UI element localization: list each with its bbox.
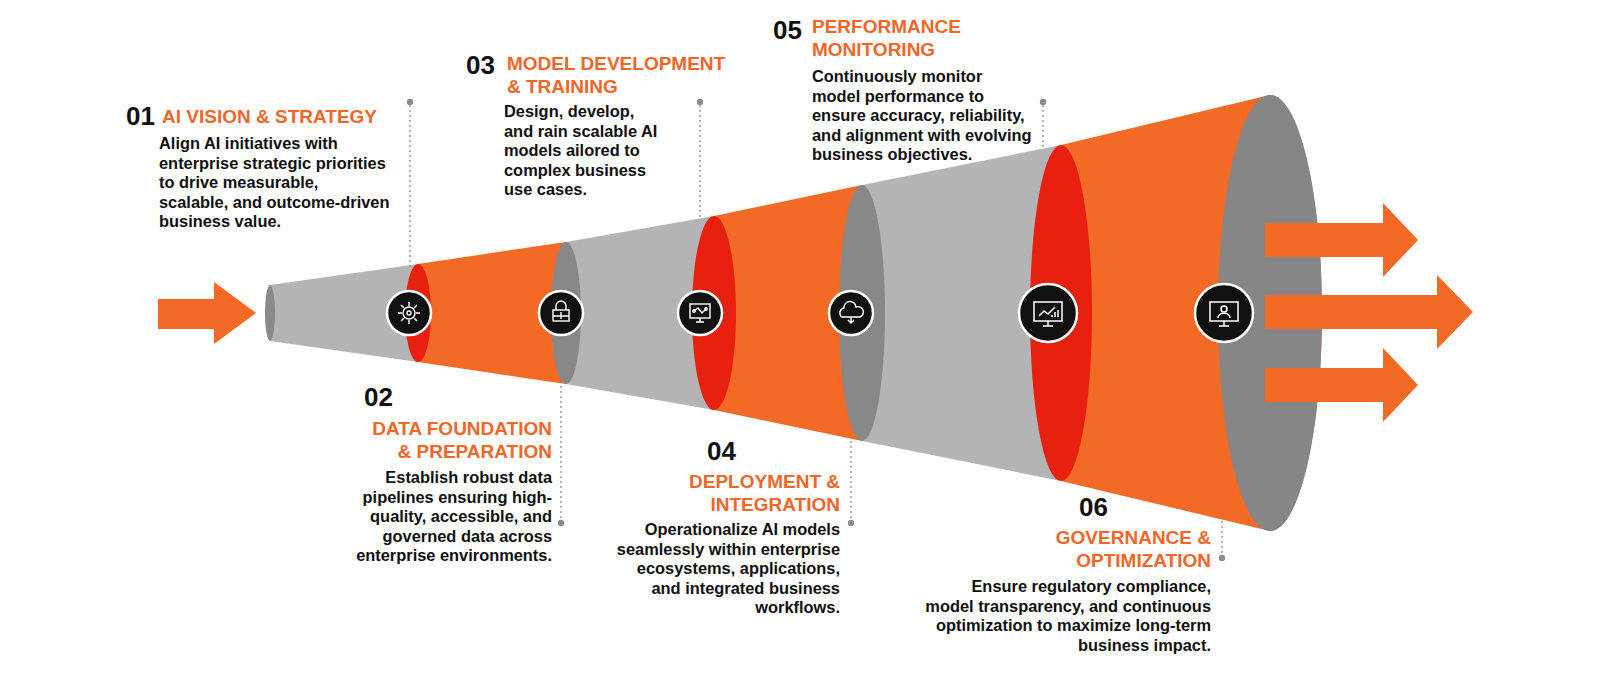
leader-line <box>1221 521 1222 555</box>
step-description: Continuously monitor model performance t… <box>812 67 1034 165</box>
strategy-icon <box>407 311 411 315</box>
step-callout: 03MODEL DEVELOPMENT & TRAININGDesign, de… <box>466 50 726 210</box>
step-heading: AI VISION & STRATEGY <box>162 105 416 128</box>
strategy-icon <box>398 302 420 324</box>
governance-icon <box>1219 321 1229 326</box>
step-description: Operationalize AI models seamlessly with… <box>614 520 840 618</box>
leader-dot <box>848 520 854 526</box>
monitoring-icon <box>1052 310 1058 317</box>
leader-dot <box>1219 555 1225 561</box>
governance-icon <box>1218 313 1230 318</box>
icon-badge <box>678 291 722 335</box>
strategy-icon <box>403 307 415 319</box>
step-callout: 01AI VISION & STRATEGY Align AI initiativ… <box>126 101 416 231</box>
input-arrow <box>158 282 256 344</box>
model-icon <box>693 310 695 312</box>
step-heading: MODEL DEVELOPMENT & TRAINING <box>507 52 735 98</box>
leader-line <box>699 105 700 219</box>
step-number: 05 <box>773 15 813 45</box>
cone-segment <box>270 264 431 362</box>
step-description: Align AI initiatives with enterprise str… <box>159 134 391 232</box>
monitoring-icon <box>1034 302 1062 321</box>
icon-badge <box>387 291 431 335</box>
step-heading: DATA FOUNDATION & PREPARATION <box>357 417 552 463</box>
model-icon <box>705 308 707 310</box>
governance-icon <box>1210 302 1238 321</box>
step-description: Design, develop, and rain scalable AI mo… <box>504 102 662 200</box>
leader-line <box>850 441 851 520</box>
leader-dot <box>1040 99 1046 105</box>
deployment-icon <box>840 301 863 317</box>
step-heading: DEPLOYMENT & INTEGRATION <box>665 470 840 516</box>
deployment-icon <box>848 317 854 323</box>
icon-badge <box>1195 284 1253 342</box>
cone-segment <box>566 216 736 410</box>
output-arrow <box>1265 348 1418 422</box>
output-arrow <box>1265 275 1473 349</box>
leader-line <box>1042 105 1043 149</box>
step-number: 01 <box>126 101 166 131</box>
step-heading: PERFORMANCE MONITORING <box>812 15 972 61</box>
step-callout: 04DEPLOYMENT & INTEGRATIONOperationalize… <box>610 436 840 636</box>
step-callout: 02DATA FOUNDATION & PREPARATION Establish… <box>330 382 552 582</box>
icon-badge <box>829 291 873 335</box>
cone-segment <box>714 185 885 441</box>
step-number: 04 <box>707 436 747 466</box>
step-number: 06 <box>1079 492 1119 522</box>
step-description: Establish robust data pipelines ensuring… <box>344 468 552 566</box>
leader-line <box>409 105 410 268</box>
leader-dot <box>558 520 564 526</box>
cone-segment <box>862 145 1092 481</box>
model-icon <box>694 308 706 322</box>
leader-dot <box>697 99 703 105</box>
output-arrow <box>1265 203 1418 277</box>
icon-badge <box>539 291 583 335</box>
step-callout: 05PERFORMANCE MONITORING Continuously mon… <box>773 15 1035 175</box>
data-icon <box>553 301 569 319</box>
governance-icon <box>1221 306 1227 312</box>
icon-badge <box>1019 284 1077 342</box>
step-description: Ensure regulatory compliance, model tran… <box>919 577 1211 655</box>
step-callout: 06GOVERNANCE & OPTIMIZATION Ensure regula… <box>915 492 1211 662</box>
leader-line <box>560 386 561 520</box>
step-number: 03 <box>466 50 506 80</box>
step-heading: GOVERNANCE & OPTIMIZATION <box>1051 526 1211 572</box>
cone-cap <box>265 285 275 341</box>
step-number: 02 <box>364 382 404 412</box>
leader-dot <box>407 99 413 105</box>
